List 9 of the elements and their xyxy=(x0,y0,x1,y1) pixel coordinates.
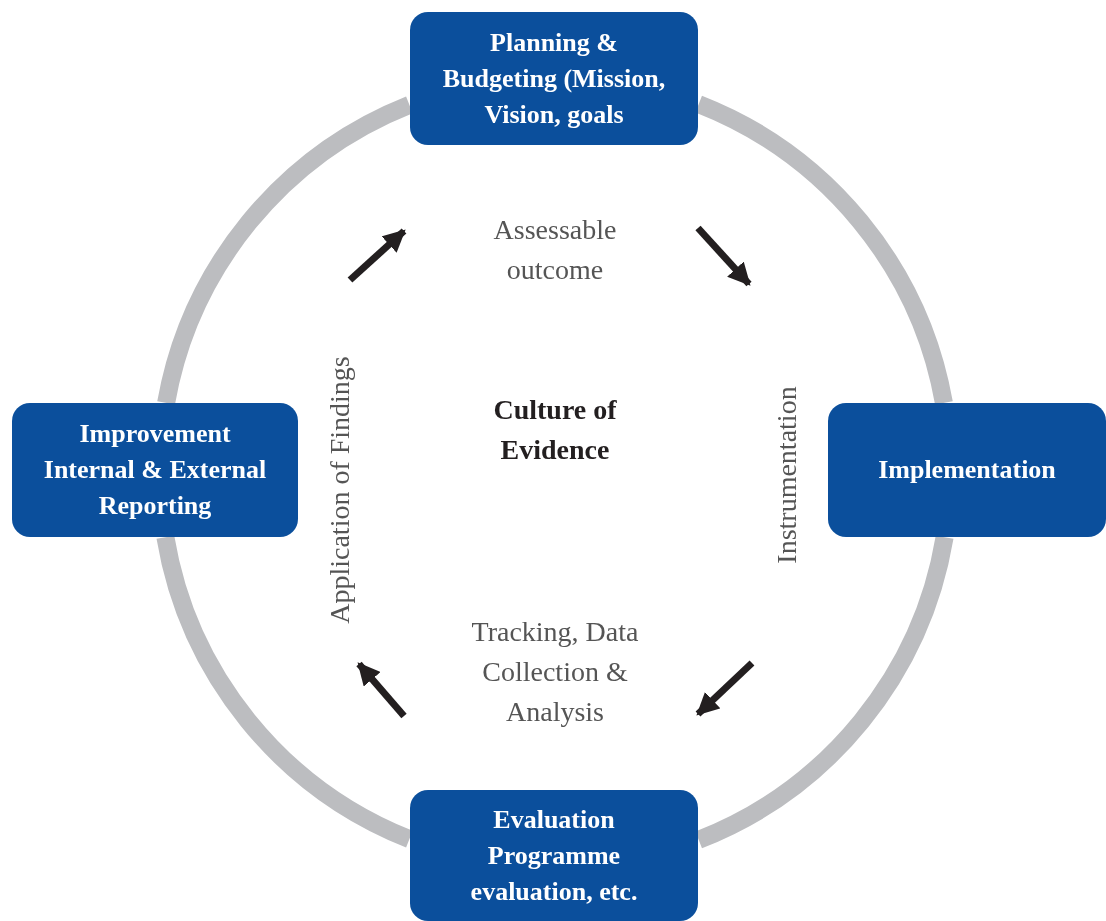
cycle-label: Instrumentation xyxy=(770,385,803,566)
process-box: Implementation xyxy=(828,403,1106,537)
cycle-label: Assessable outcome xyxy=(492,213,618,287)
center-title: Culture of Evidence xyxy=(492,393,618,467)
process-box: Improvement Internal & External Reporting xyxy=(12,403,298,537)
cycle-label: Application of Findings xyxy=(323,355,356,626)
cycle-label: Tracking, Data Collection & Analysis xyxy=(470,615,640,729)
process-box: Evaluation Programme evaluation, etc. xyxy=(410,790,698,921)
process-box: Planning & Budgeting (Mission, Vision, goals xyxy=(410,12,698,145)
